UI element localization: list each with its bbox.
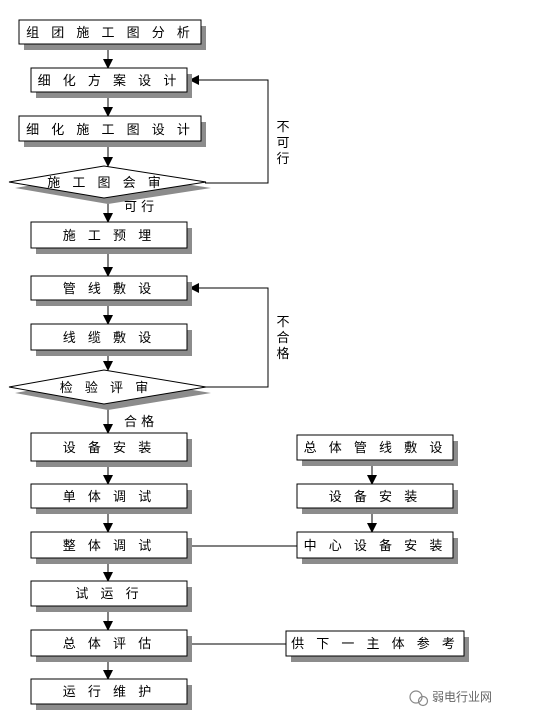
watermark: 弱电行业网 bbox=[409, 690, 492, 707]
label-pass1: 可 行 bbox=[124, 200, 154, 215]
node-n2: 细 化 方 案 设 计 bbox=[30, 67, 192, 98]
node-label: 细 化 施 工 图 设 计 bbox=[26, 123, 194, 138]
node-label: 中 心 设 备 安 装 bbox=[304, 538, 447, 554]
node-n9: 整 体 调 试 bbox=[30, 531, 192, 564]
node-n7: 设 备 安 装 bbox=[30, 432, 192, 467]
node-label: 细 化 方 案 设 计 bbox=[38, 73, 181, 89]
node-label: 管 线 敷 设 bbox=[63, 282, 155, 297]
node-n3: 细 化 施 工 图 设 计 bbox=[18, 115, 206, 147]
node-label: 总 体 管 线 敷 设 bbox=[304, 441, 447, 456]
node-label: 运 行 维 护 bbox=[63, 685, 155, 700]
label-loop1-fail: 不 可 行 bbox=[276, 120, 289, 167]
node-label: 设 备 安 装 bbox=[329, 489, 421, 505]
node-n12: 运 行 维 护 bbox=[30, 678, 192, 710]
svg-text:格: 格 bbox=[276, 346, 289, 362]
node-label: 总 体 评 估 bbox=[63, 637, 155, 652]
node-r4: 供 下 一 主 体 参 考 bbox=[285, 630, 469, 662]
node-n8: 单 体 调 试 bbox=[30, 483, 192, 514]
node-r1: 总 体 管 线 敷 设 bbox=[296, 434, 458, 466]
node-n11: 总 体 评 估 bbox=[30, 629, 192, 662]
node-n4: 施 工 预 埋 bbox=[30, 221, 192, 254]
decision-d2: 检 验 评 审 bbox=[8, 369, 211, 410]
svg-text:合: 合 bbox=[276, 331, 289, 346]
label-loop2-fail: 不 合 格 bbox=[276, 315, 289, 362]
label-pass2: 合 格 bbox=[124, 414, 154, 430]
node-label: 施 工 预 埋 bbox=[63, 229, 155, 244]
node-label: 整 体 调 试 bbox=[63, 539, 155, 554]
decision-label: 施 工 图 会 审 bbox=[47, 176, 165, 191]
node-label: 单 体 调 试 bbox=[63, 490, 155, 505]
node-r2: 设 备 安 装 bbox=[296, 483, 458, 514]
node-n5: 管 线 敷 设 bbox=[30, 275, 192, 306]
svg-text:可: 可 bbox=[276, 136, 289, 151]
svg-text:不: 不 bbox=[276, 120, 289, 135]
node-label: 设 备 安 装 bbox=[63, 440, 155, 456]
watermark-text: 弱电行业网 bbox=[432, 690, 492, 704]
decision-label: 检 验 评 审 bbox=[60, 380, 152, 396]
node-r3: 中 心 设 备 安 装 bbox=[296, 531, 458, 564]
node-n1: 组 团 施 工 图 分 析 bbox=[18, 19, 206, 50]
node-label: 供 下 一 主 体 参 考 bbox=[291, 636, 459, 652]
node-label: 线 缆 敷 设 bbox=[63, 330, 155, 346]
node-label: 试 运 行 bbox=[75, 587, 142, 602]
node-n6: 线 缆 敷 设 bbox=[30, 323, 192, 356]
svg-text:行: 行 bbox=[276, 152, 289, 167]
decision-d1: 施 工 图 会 审 bbox=[8, 165, 211, 204]
svg-text:不: 不 bbox=[276, 315, 289, 330]
node-label: 组 团 施 工 图 分 析 bbox=[26, 26, 194, 41]
node-n10: 试 运 行 bbox=[30, 580, 192, 612]
